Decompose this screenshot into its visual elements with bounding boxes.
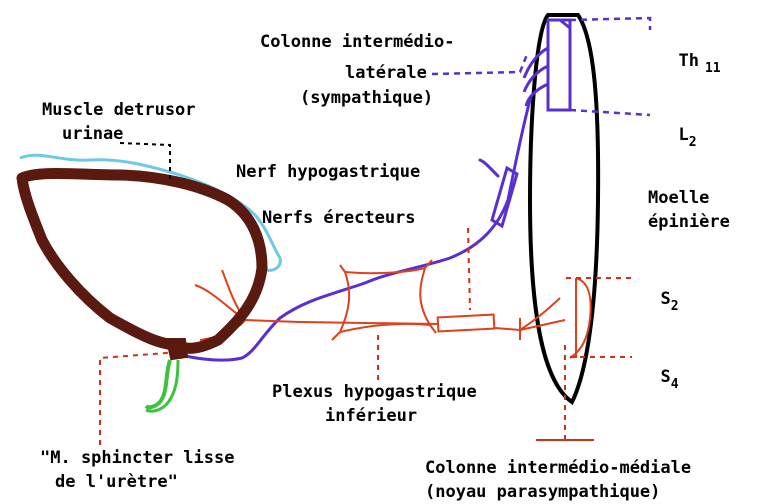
muscle-detrusor-line2: urinae bbox=[62, 124, 123, 145]
urethra bbox=[146, 360, 170, 407]
sphincter-line2: de l'urètre" bbox=[55, 472, 178, 493]
l2-leader bbox=[570, 110, 650, 115]
s4-label: S4 bbox=[640, 346, 679, 389]
colonne-intermedio-laterale-line3: (sympathique) bbox=[300, 88, 433, 109]
nerfs-erecteurs-label: Nerfs érecteurs bbox=[262, 208, 416, 229]
erecteurs-leader bbox=[468, 228, 470, 310]
nerf-hypogastrique-label: Nerf hypogastrique bbox=[236, 162, 420, 183]
bladder-wall bbox=[22, 173, 262, 348]
sphincter-line1: "M. sphincter lisse bbox=[40, 448, 234, 469]
colonne-lat-leader bbox=[432, 52, 528, 74]
inferior-hypogastric-plexus bbox=[332, 260, 436, 340]
plexus-hypogastrique-line1: Plexus hypogastrique bbox=[272, 382, 477, 403]
sympathetic-column bbox=[524, 20, 570, 110]
moelle-epiniere-line2: épinière bbox=[648, 212, 730, 233]
s2-label: S2 bbox=[640, 268, 679, 311]
l2-label: L2 bbox=[658, 104, 697, 147]
muscle-detrusor-line1: Muscle detrusor bbox=[42, 100, 196, 121]
colonne-intermedio-mediale-line2: (noyau parasympathique) bbox=[425, 482, 660, 503]
spinal-cord-outline bbox=[530, 15, 598, 402]
moelle-epiniere-line1: Moelle bbox=[648, 188, 709, 209]
colonne-intermedio-laterale-line2: latérale bbox=[345, 63, 427, 84]
colonne-intermedio-laterale-line1: Colonne intermédio- bbox=[260, 32, 454, 53]
colonne-intermedio-mediale-line1: Colonne intermédio-médiale bbox=[425, 458, 691, 479]
plexus-hypogastrique-line2: inférieur bbox=[325, 406, 417, 427]
bladder-neck bbox=[168, 340, 186, 358]
